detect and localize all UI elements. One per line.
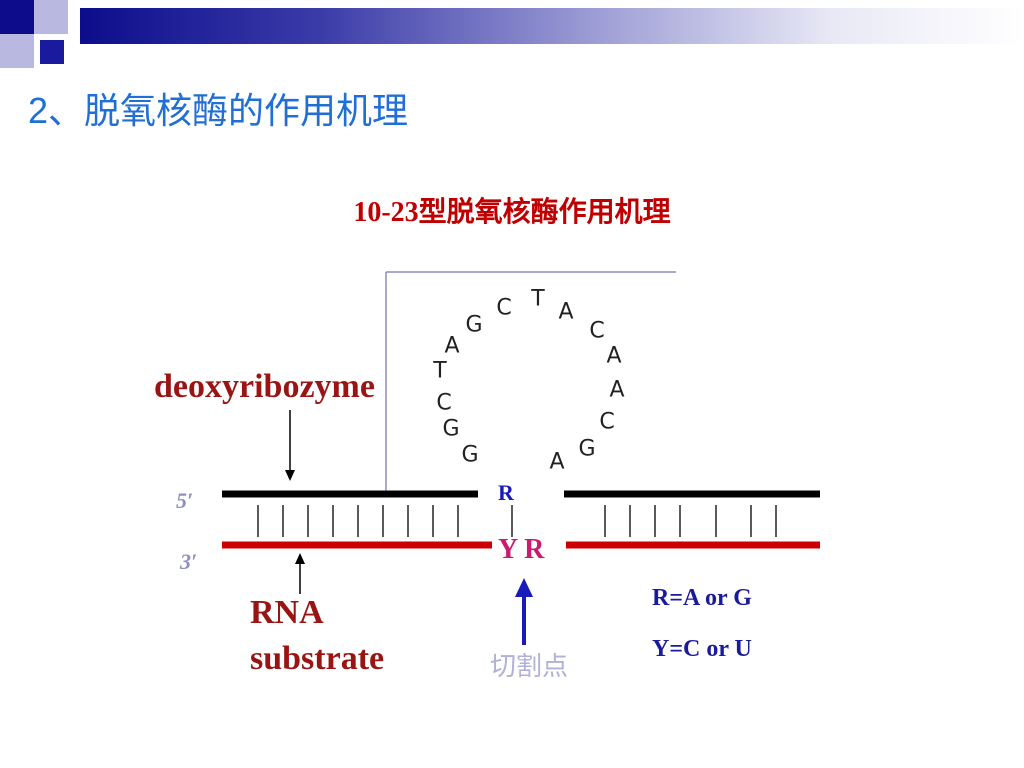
deoxyribozyme-pointer-arrow xyxy=(285,410,295,481)
header-gradient-bar xyxy=(80,8,1024,44)
loop-nucleotide: C xyxy=(589,318,605,344)
loop-nucleotide: C xyxy=(436,390,452,416)
loop-nucleotide: A xyxy=(558,299,574,325)
rna-pointer-arrow xyxy=(295,553,305,594)
figure-title: 10-23型脱氧核酶作用机理 xyxy=(353,197,671,228)
purine-r-label: R xyxy=(498,480,514,505)
five-prime-label: 5′ xyxy=(176,488,194,513)
loop-nucleotide: T xyxy=(433,358,447,384)
legend-y: Y=C or U xyxy=(652,636,752,662)
loop-nucleotide: T xyxy=(531,286,545,312)
rna-substrate-label: RNA substrate xyxy=(250,590,384,682)
corner-square-1 xyxy=(0,0,34,34)
loop-nucleotide: A xyxy=(444,333,460,359)
loop-nucleotide: A xyxy=(606,343,622,369)
corner-square-3 xyxy=(0,34,34,68)
rna-label-line1: RNA xyxy=(250,594,324,631)
loop-nucleotide: G xyxy=(442,416,460,442)
deoxyribozyme-label: deoxyribozyme xyxy=(154,368,375,405)
corner-square-4 xyxy=(40,40,64,64)
loop-nucleotide: G xyxy=(461,442,479,468)
three-prime-label: 3′ xyxy=(180,549,198,574)
loop-nucleotide: G xyxy=(465,312,483,338)
loop-nucleotide: A xyxy=(609,377,625,403)
loop-nucleotide: A xyxy=(549,449,565,475)
corner-square-2 xyxy=(34,0,68,34)
slide-title: 2、脱氧核酶的作用机理 xyxy=(28,90,409,131)
legend-r: R=A or G xyxy=(652,585,752,611)
base-pair-ticks-right xyxy=(604,505,777,537)
cleavage-point-label: 切割点 xyxy=(490,652,569,682)
cleavage-site-arrow xyxy=(515,578,533,645)
loop-nucleotide: G xyxy=(578,436,596,462)
rna-label-line2: substrate xyxy=(250,640,385,677)
yr-cleavage-junction-label: Y R xyxy=(498,534,545,565)
loop-nucleotide: C xyxy=(599,409,615,435)
loop-nucleotide: C xyxy=(496,295,512,321)
base-pair-ticks-left xyxy=(257,505,459,537)
